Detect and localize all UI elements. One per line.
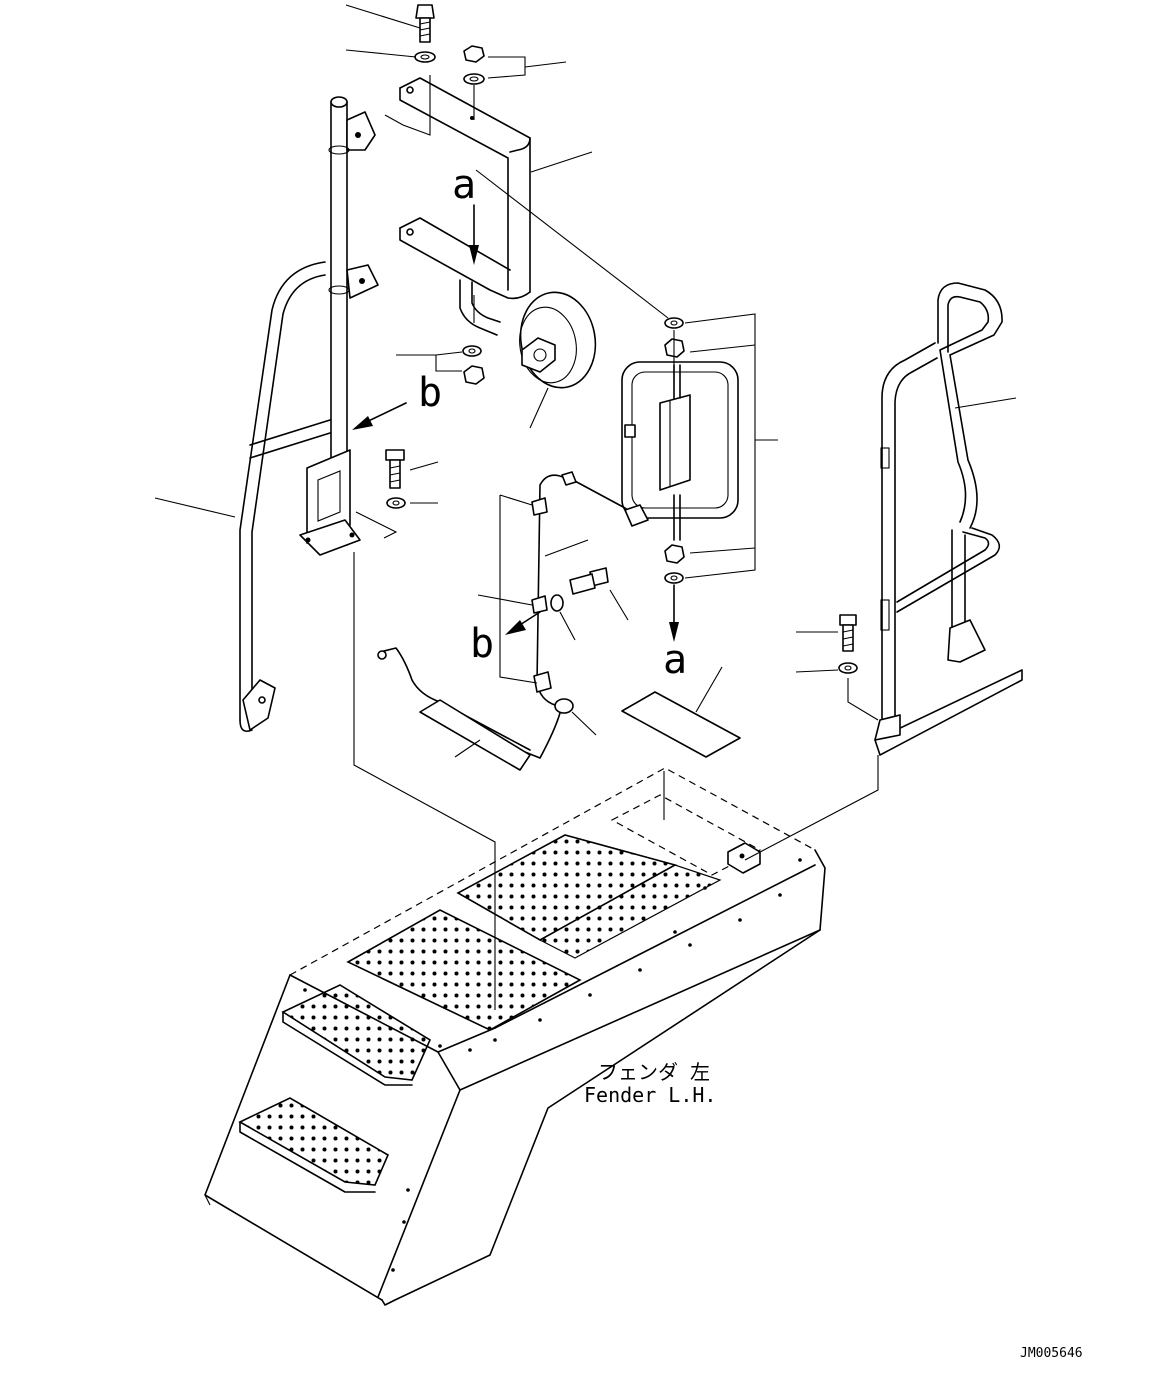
perforated-plate-3 [538, 864, 722, 959]
arrow-b-bottom [505, 611, 541, 635]
arrow-a-bottom [669, 584, 679, 642]
view-marker-b-top: b [418, 370, 442, 416]
clamp-washer [550, 594, 564, 612]
view-marker-a-top: a [452, 162, 476, 208]
right-washer-top [664, 317, 684, 329]
arrow-a-top [469, 204, 479, 265]
perforated-plate-1 [346, 909, 582, 1031]
fender-body [204, 767, 826, 1306]
view-marker-b-bottom: b [470, 621, 494, 667]
decal-plate [621, 691, 741, 758]
mirror-stay-arm [399, 77, 531, 336]
top-bolt [415, 4, 435, 43]
fender-label-japanese: フェンダ 左 [598, 1060, 710, 1084]
right-nut-bottom [664, 544, 685, 564]
top-washer-2 [463, 73, 485, 85]
step-plate-lower [238, 1097, 390, 1193]
view-marker-a-bottom: a [663, 637, 687, 683]
top-nut [463, 45, 485, 63]
left-nut [463, 365, 485, 385]
left-handrail [239, 261, 331, 733]
top-washer [414, 51, 436, 63]
right-washer [838, 662, 858, 674]
right-bolt [839, 614, 857, 652]
fender-label-english: Fender L.H. [584, 1083, 716, 1107]
fender-holes [303, 858, 802, 1272]
leader-lines [154, 4, 1017, 1010]
drawing-number: JM005646 [1020, 1346, 1083, 1361]
right-washer-bottom [664, 572, 684, 584]
left-washer [462, 345, 482, 357]
round-mirror [519, 291, 597, 389]
wiring-harness [377, 471, 649, 771]
right-handrail [874, 282, 1023, 756]
step-plate-upper [281, 984, 432, 1086]
fender-mount-bracket [727, 842, 761, 874]
arrow-b-top [352, 402, 407, 430]
rectangular-mirror [621, 361, 739, 541]
mirror-pole [299, 96, 379, 556]
mid-bolt [385, 449, 405, 489]
clamp-bolt [569, 567, 609, 595]
mid-washer [386, 497, 406, 509]
